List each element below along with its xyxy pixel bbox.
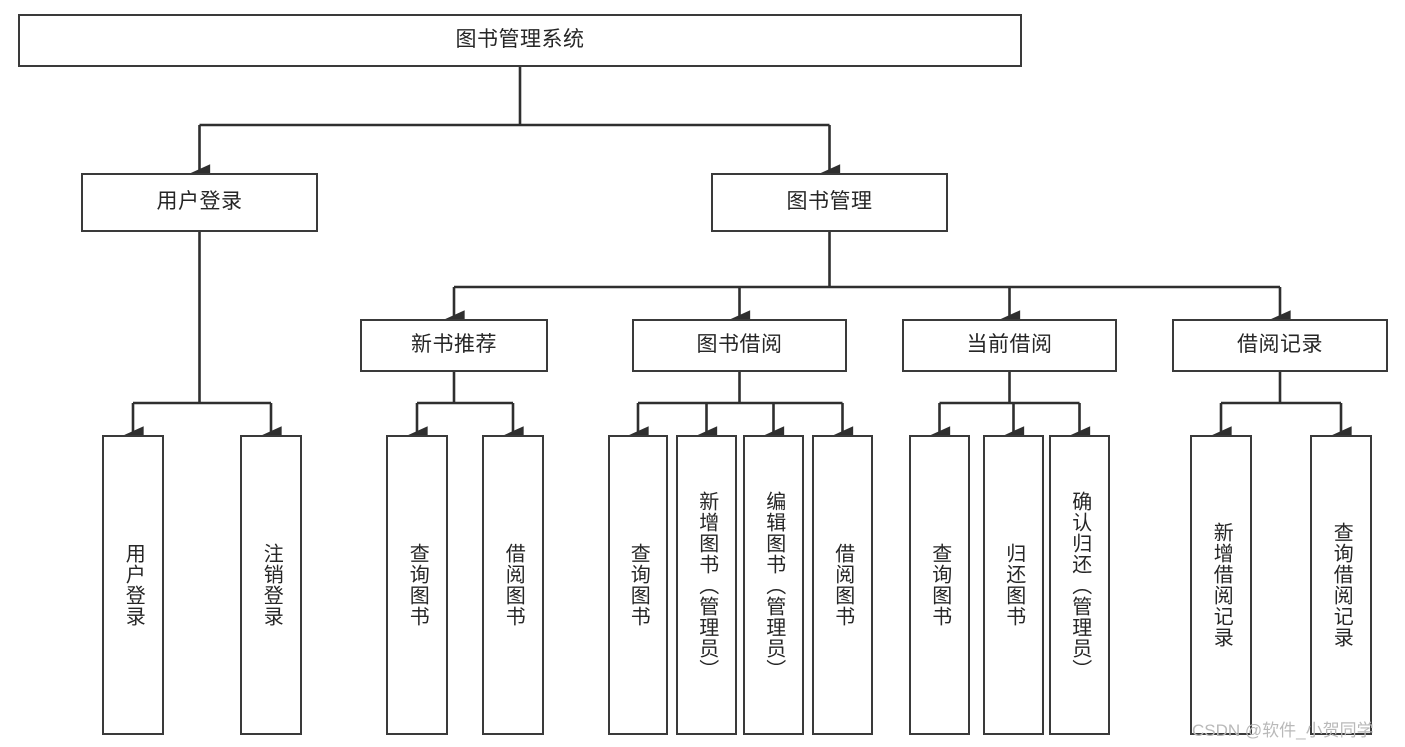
node-label: 查询图书 xyxy=(406,543,429,627)
node-leaf-login-1[interactable]: 用户登录 xyxy=(102,435,164,735)
node-leaf-login-2[interactable]: 注销登录 xyxy=(240,435,302,735)
node-label: 用户登录 xyxy=(122,543,145,627)
node-leaf-bor-3[interactable]: 编辑图书（管理员） xyxy=(743,435,804,735)
node-leaf-cur-3[interactable]: 确认归还（管理员） xyxy=(1049,435,1110,735)
node-root[interactable]: 图书管理系统 xyxy=(18,14,1022,67)
node-label: 新增借阅记录 xyxy=(1210,522,1233,648)
csdn-watermark: CSDN @软件_小贺同学 xyxy=(1192,721,1374,740)
node-records[interactable]: 借阅记录 xyxy=(1172,319,1388,372)
node-label: 新增图书（管理员） xyxy=(695,490,718,680)
node-label: 注销登录 xyxy=(260,543,283,627)
node-newbook[interactable]: 新书推荐 xyxy=(360,319,548,372)
node-label: 图书管理 xyxy=(786,190,873,214)
node-label: 编辑图书（管理员） xyxy=(762,490,785,680)
node-label: 借阅图书 xyxy=(502,543,525,627)
node-leaf-cur-2[interactable]: 归还图书 xyxy=(983,435,1044,735)
node-leaf-bor-1[interactable]: 查询图书 xyxy=(608,435,668,735)
node-leaf-bor-2[interactable]: 新增图书（管理员） xyxy=(676,435,737,735)
node-leaf-cur-1[interactable]: 查询图书 xyxy=(909,435,970,735)
node-label: 查询图书 xyxy=(928,543,951,627)
node-label: 用户登录 xyxy=(156,190,243,214)
node-label: 当前借阅 xyxy=(966,333,1053,357)
node-label: 图书管理系统 xyxy=(455,28,585,52)
edge-group xyxy=(122,67,1352,446)
node-label: 借阅图书 xyxy=(831,543,854,627)
node-leaf-new-2[interactable]: 借阅图书 xyxy=(482,435,544,735)
node-label: 图书借阅 xyxy=(696,333,783,357)
node-login[interactable]: 用户登录 xyxy=(81,173,318,232)
node-current[interactable]: 当前借阅 xyxy=(902,319,1117,372)
node-bookmgmt[interactable]: 图书管理 xyxy=(711,173,948,232)
node-label: 查询借阅记录 xyxy=(1330,522,1353,648)
node-borrow[interactable]: 图书借阅 xyxy=(632,319,847,372)
node-leaf-bor-4[interactable]: 借阅图书 xyxy=(812,435,873,735)
node-label: 确认归还（管理员） xyxy=(1068,490,1091,680)
node-leaf-new-1[interactable]: 查询图书 xyxy=(386,435,448,735)
node-leaf-rec-2[interactable]: 查询借阅记录 xyxy=(1310,435,1372,735)
node-label: 查询图书 xyxy=(627,543,650,627)
node-label: 新书推荐 xyxy=(411,333,497,357)
node-label: 借阅记录 xyxy=(1237,333,1323,357)
node-leaf-rec-1[interactable]: 新增借阅记录 xyxy=(1190,435,1252,735)
node-label: 归还图书 xyxy=(1002,543,1025,627)
